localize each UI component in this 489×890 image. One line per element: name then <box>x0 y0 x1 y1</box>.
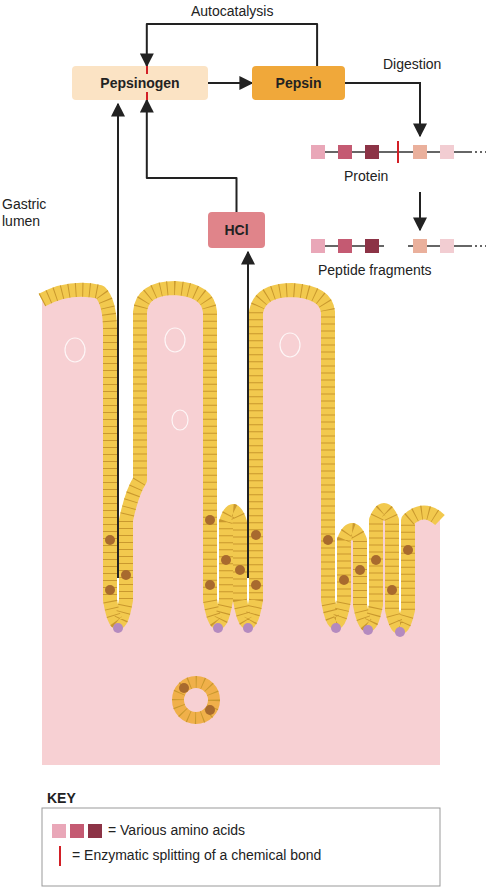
connector-arrow <box>147 24 317 66</box>
bond-split-mark <box>146 92 148 100</box>
region-label: Gastric lumen <box>0 196 66 230</box>
protein-chain <box>311 141 486 163</box>
bond-split-mark <box>146 66 148 74</box>
key-box <box>42 808 440 886</box>
zymogen-box: Pepsinogen <box>72 66 208 100</box>
key-heading: KEY <box>45 790 78 807</box>
node-text: Pepsinogen <box>100 75 179 91</box>
node-text: Pepsin <box>276 75 322 91</box>
edge-label: Autocatalysis <box>189 3 275 20</box>
legend-text: = Enzymatic splitting of a chemical bond <box>70 847 323 864</box>
peptide-fragments <box>311 239 486 253</box>
connector-arrow <box>208 82 252 84</box>
acid-box: HCl <box>208 212 265 248</box>
connector-arrow <box>147 100 237 212</box>
node-text: HCl <box>224 222 248 238</box>
gastric-mucosa <box>42 288 440 765</box>
process-label: Digestion <box>381 56 443 73</box>
chain-label: Protein <box>342 168 390 185</box>
secretion-arrow <box>247 252 249 578</box>
legend-text: = Various amino acids <box>106 822 247 839</box>
digestion-arrow <box>419 192 421 230</box>
digestion-arrow <box>345 83 420 136</box>
secretion-arrow <box>117 104 119 578</box>
chain-label: Peptide fragments <box>316 262 434 279</box>
enzyme-box: Pepsin <box>252 66 345 100</box>
